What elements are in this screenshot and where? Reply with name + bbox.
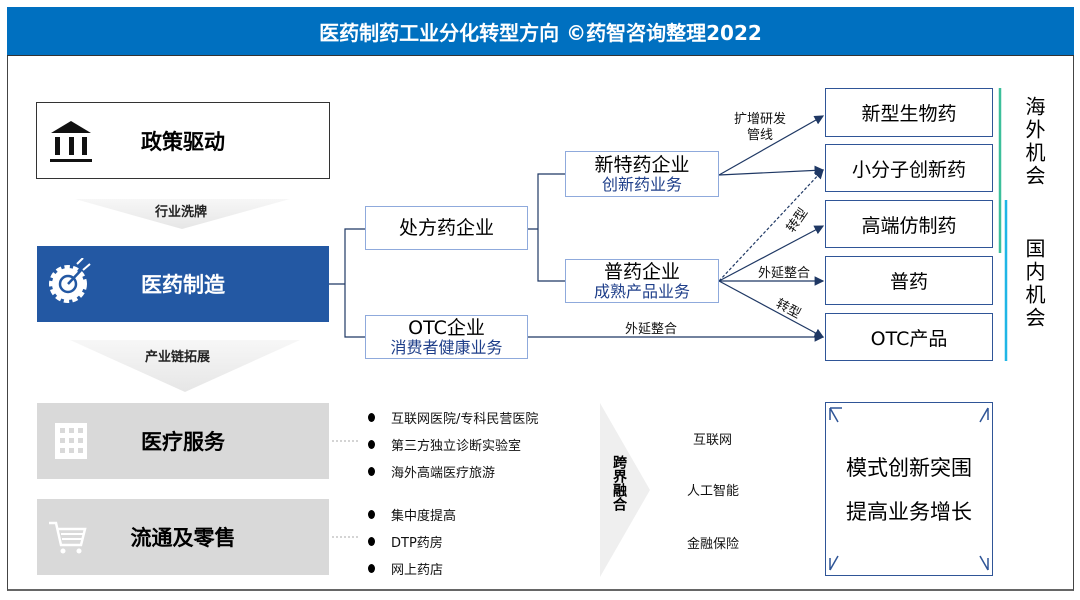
- outcome-line-2: 提高业务增长: [846, 500, 972, 524]
- edge-extend-2: 外延整合: [625, 322, 678, 337]
- target-otc: OTC产品: [825, 313, 993, 361]
- otc-label: OTC企业: [408, 316, 485, 339]
- retail-item: 集中度提高: [368, 505, 456, 524]
- generic-enterprise-box: 普药企业成熟产品业务: [565, 259, 719, 303]
- innovative-enterprise-box: 新特药企业创新药业务: [565, 151, 719, 197]
- retail-box: 流通及零售: [37, 499, 329, 575]
- retail-label: 流通及零售: [130, 526, 236, 550]
- crossover-label: 跨界融合: [611, 455, 627, 511]
- innovative-sub: 创新药业务: [601, 174, 682, 194]
- shopping-cart-icon: [49, 521, 87, 554]
- government-building-icon: [50, 121, 92, 162]
- target-high-end-generic: 高端仿制药: [825, 200, 993, 248]
- medical-services-box: 医疗服务: [37, 403, 329, 479]
- policy-box: 政策驱动: [36, 102, 330, 179]
- generic-sub: 成熟产品业务: [593, 281, 690, 301]
- edge-pipeline: 扩增研发 管线: [733, 112, 786, 144]
- manufacturing-box: 医药制造: [37, 246, 329, 322]
- outcome-line-1: 模式创新突围: [846, 456, 972, 480]
- medical-label: 医疗服务: [141, 430, 225, 454]
- rx-enterprise-box: 处方药企业: [365, 206, 528, 250]
- medical-item: 第三方独立诊断实验室: [368, 435, 521, 454]
- cross-item-ai: 人工智能: [687, 484, 740, 499]
- outcome-box: 模式创新突围 提高业务增长: [825, 402, 993, 576]
- policy-label: 政策驱动: [141, 129, 225, 154]
- shuffle-label: 行业洗牌: [155, 205, 208, 220]
- retail-item: DTP药房: [368, 532, 443, 551]
- medical-item: 互联网医院/专科民营医院: [368, 408, 538, 427]
- domestic-label: 国内机会: [1022, 238, 1046, 330]
- generic-label: 普药企业: [603, 260, 680, 283]
- cross-item-internet: 互联网: [693, 433, 733, 448]
- gear-target-icon: [49, 258, 91, 303]
- edge-extend-1: 外延整合: [758, 266, 811, 281]
- target-biologics: 新型生物药: [825, 88, 993, 137]
- otc-enterprise-box: OTC企业消费者健康业务: [365, 315, 528, 359]
- target-generic: 普药: [825, 256, 993, 305]
- innovative-label: 新特药企业: [594, 153, 690, 176]
- otc-sub: 消费者健康业务: [390, 337, 503, 357]
- rx-label: 处方药企业: [398, 216, 494, 239]
- building-icon: [55, 423, 87, 459]
- crossover-arrow: [600, 403, 650, 577]
- funnel-shuffle: [75, 199, 290, 229]
- manufacturing-label: 医药制造: [141, 273, 225, 297]
- funnel-extend: [70, 340, 300, 392]
- page-title: 医药制药工业分化转型方向 ©药智咨询整理2022: [7, 7, 1074, 56]
- extend-label: 产业链拓展: [145, 350, 211, 365]
- retail-item: 网上药店: [368, 559, 443, 578]
- cross-item-finance: 金融保险: [687, 537, 740, 552]
- target-small-molecule: 小分子创新药: [825, 144, 993, 192]
- overseas-label: 海外机会: [1022, 96, 1046, 188]
- medical-item: 海外高端医疗旅游: [368, 462, 495, 481]
